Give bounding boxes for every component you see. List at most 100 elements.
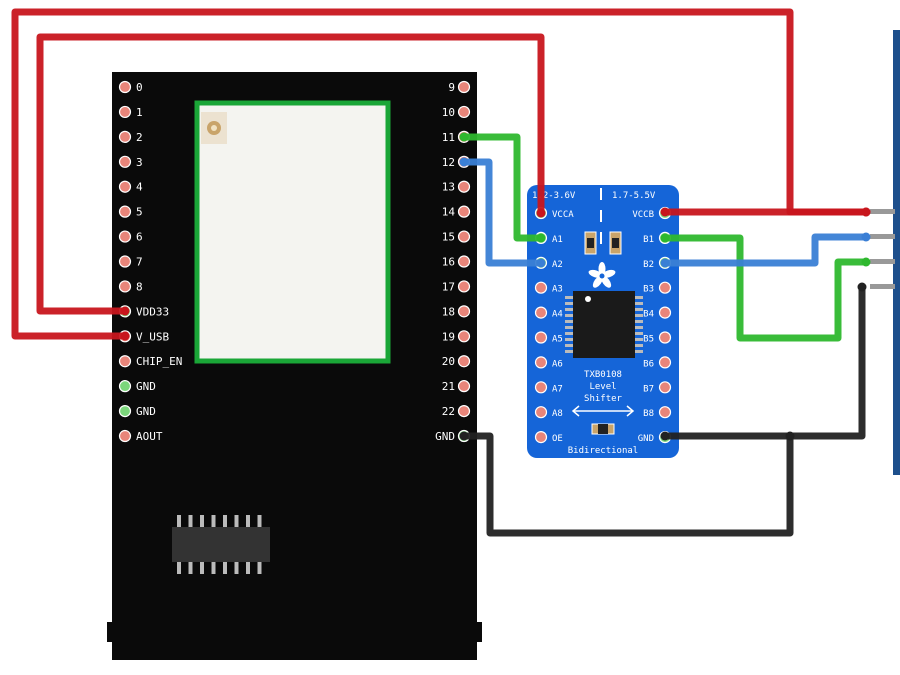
wire-pin11-to-a1 [460, 133, 545, 242]
shifter-pin-label: VCCB [632, 210, 654, 220]
mcu-pad [118, 205, 132, 218]
mcu-pad [457, 230, 471, 243]
mcu-pin-label: 5 [136, 206, 143, 219]
shifter-pin-label: B3 [643, 285, 654, 295]
mcu-pin-label: 9 [448, 81, 455, 94]
mcu-pin-label: 12 [442, 156, 455, 169]
shifter-pin-label: A4 [552, 310, 563, 320]
mcu-pin-label: 10 [442, 106, 455, 119]
shifter-pad [658, 331, 672, 344]
shifter-pad [658, 306, 672, 319]
shifter-pin-label: B2 [643, 260, 654, 270]
mcu-pad [118, 429, 132, 443]
mcu-pad [118, 105, 132, 119]
mcu-pad [457, 105, 471, 119]
shifter-pin-label: B8 [643, 409, 654, 419]
mcu-pin-label: 20 [442, 355, 455, 368]
shifter-pad [534, 331, 548, 344]
shifter-pin-label: A5 [552, 335, 563, 345]
shifter-title-line1: Level [589, 382, 616, 392]
mcu-pin-label: 13 [442, 181, 455, 194]
mcu-pin-label: 4 [136, 181, 143, 194]
wire-b1-to-display [661, 234, 870, 342]
wire-gnd-shifter-to-display [661, 283, 866, 440]
shifter-pad [658, 406, 672, 419]
shifter-pin-label: A2 [552, 260, 563, 270]
wire-b2-to-display [661, 233, 870, 267]
display-module-edge [893, 30, 900, 475]
wire-gnd-mcu-to-shifter [460, 432, 794, 537]
mcu-pad [118, 180, 132, 193]
shifter-footer: Bidirectional [568, 446, 638, 456]
shifter-pin-label: B5 [643, 335, 654, 345]
shifter-pin-label: A3 [552, 285, 563, 295]
mcu-pin-label: 21 [442, 380, 455, 393]
mcu-pad [118, 355, 132, 368]
mcu-pin-label: CHIP_EN [136, 355, 182, 368]
mcu-pin-label: V_USB [136, 330, 169, 343]
mcu-pad [457, 255, 471, 268]
shifter-pin-label: B7 [643, 384, 654, 394]
mcu-pin-label: 8 [136, 280, 143, 293]
mcu-pin-label: 15 [442, 231, 455, 244]
shifter-pad [534, 431, 548, 444]
bidirectional-arrow-icon [571, 405, 635, 417]
mcu-pad [118, 255, 132, 268]
mcu-pad [118, 155, 132, 168]
mcu-pad [457, 305, 471, 318]
mcu-pin-label: 2 [136, 131, 143, 144]
shifter-pin-label: A8 [552, 409, 563, 419]
shifter-pin-label: VCCA [552, 210, 574, 220]
shifter-pin-label: A7 [552, 384, 563, 394]
shifter-pad [534, 306, 548, 319]
mcu-pad [457, 80, 471, 94]
shifter-pin-label: B1 [643, 235, 654, 245]
mcu-pad [457, 355, 471, 368]
shifter-voltage-a: 1.2-3.6V [532, 191, 576, 201]
txb0108-chip [565, 291, 643, 358]
mcu-pad [118, 404, 132, 418]
shifter-pin-label: A6 [552, 359, 563, 369]
shifter-pad [658, 381, 672, 394]
mcu-pin-label: 3 [136, 156, 143, 169]
shifter-pad [534, 356, 548, 369]
mcu-pad [118, 380, 132, 393]
shifter-pin-label: B4 [643, 310, 654, 320]
mcu-pin-label: 0 [136, 81, 143, 94]
shifter-pin-label: A1 [552, 235, 563, 245]
mcu-pad [457, 404, 471, 418]
mcu-pin-label: GND [435, 430, 455, 443]
mcu-pin-label: GND [136, 380, 156, 393]
chip-name: TXB0108 [584, 370, 622, 380]
mcu-pin-label: 18 [442, 305, 455, 318]
mcu-pad [457, 380, 471, 393]
mcu-pad [457, 280, 471, 293]
mcu-pin-label: 6 [136, 231, 143, 244]
mcu-pin-label: AOUT [136, 430, 163, 443]
shifter-pad [534, 381, 548, 394]
shifter-pad [534, 281, 548, 294]
shifter-pin-label: OE [552, 434, 563, 444]
mcu-pin-label: 17 [442, 280, 455, 293]
display-header-pins [870, 209, 895, 289]
mcu-pin-label: 14 [442, 206, 456, 219]
mcu-pad [457, 330, 471, 343]
shifter-voltage-b: 1.7-5.5V [612, 191, 656, 201]
mcu-pin-label: GND [136, 405, 156, 418]
mcu-ic-chip [172, 515, 270, 574]
mcu-pad [118, 230, 132, 243]
wifi-module [194, 100, 391, 364]
wire-vdd33-to-vcca [36, 33, 545, 315]
mcu-pad [457, 180, 471, 193]
level-shifter-board: 1.2-3.6V 1.7-5.5V TXB0108 Level Shifter … [527, 185, 679, 458]
shifter-pad [658, 356, 672, 369]
shifter-pin-label: B6 [643, 359, 654, 369]
mcu-pad [118, 80, 132, 94]
mcu-pin-label: 11 [442, 131, 455, 144]
mcu-pin-label: 1 [136, 106, 143, 119]
mcu-pin-label: 22 [442, 405, 455, 418]
mcu-pad [457, 205, 471, 218]
